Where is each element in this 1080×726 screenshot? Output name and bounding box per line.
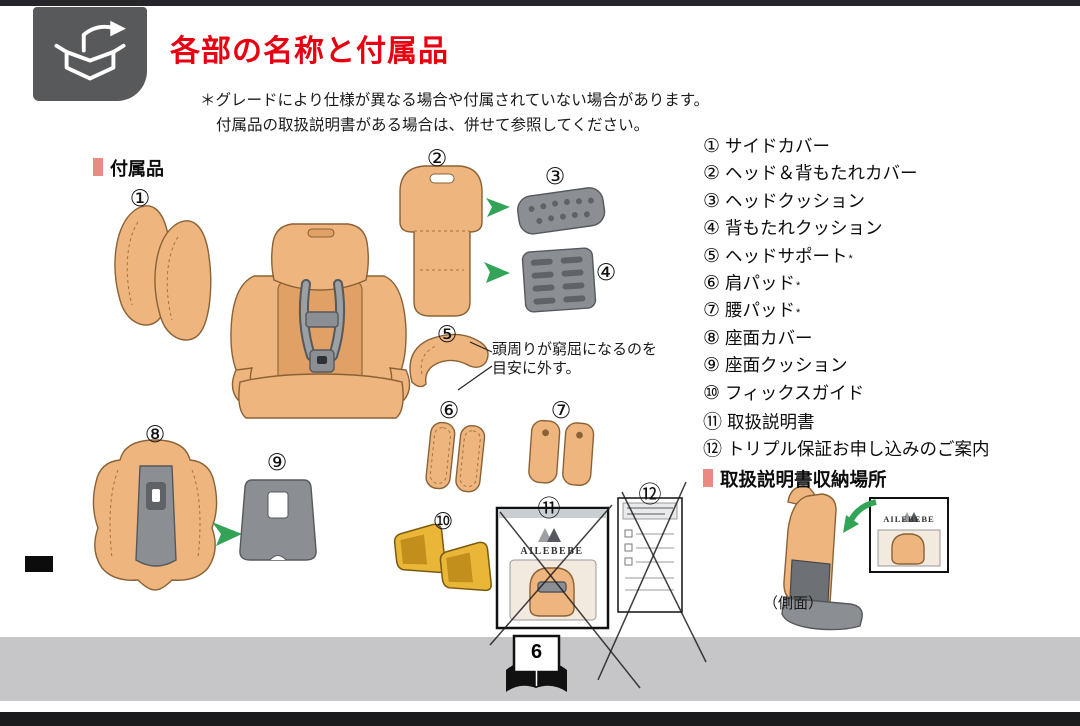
side-covers-illustration — [114, 205, 212, 341]
part-label: 背もたれクッション — [725, 218, 883, 239]
part-label: 座面カバー — [725, 327, 813, 348]
accessories-section-label: 付属品 — [110, 159, 164, 179]
manual-brand-text: AILEBEBE — [520, 546, 584, 557]
part-number: ⑪ — [703, 411, 723, 433]
part-number: ⑦ — [703, 300, 721, 322]
seat-cushion-illustration — [239, 479, 317, 561]
part-label: 肩パッド — [725, 272, 796, 293]
storage-manual-brand-text: AILEBEBE — [883, 514, 935, 524]
part-label: ヘッド＆背もたれカバー — [725, 163, 918, 184]
print-registration-mark — [25, 556, 53, 572]
figure-number-9: ⑨ — [266, 449, 288, 475]
page-number: 6 — [530, 641, 543, 663]
figure-number-6: ⑥ — [438, 397, 460, 423]
seat-cover-illustration — [92, 439, 218, 591]
part-number: ② — [703, 163, 721, 185]
note-line-1: ＊グレードにより仕様が異なる場合や付属されていない場合があります。 — [200, 92, 710, 109]
chapter-unboxing-badge — [33, 7, 147, 101]
part-label: ヘッドクッション — [725, 190, 866, 211]
unboxing-icon — [51, 19, 129, 90]
part-number: ⑥ — [703, 272, 721, 294]
top-edge-strip — [0, 0, 1080, 6]
instruction-manual-illustration — [495, 506, 610, 630]
fix-guides-illustration — [393, 523, 492, 592]
head-back-cover-illustration — [399, 165, 483, 317]
part-number: ⑫ — [703, 439, 723, 461]
storage-section-label: 取扱説明書収納場所 — [720, 469, 887, 490]
warranty-guide-illustration — [617, 497, 683, 613]
part-number: ⑩ — [703, 382, 721, 404]
part-number: ⑤ — [703, 245, 721, 267]
figure-number-4: ④ — [595, 259, 617, 285]
figure-number-11: ⑪ — [537, 495, 561, 521]
child-seat-illustration — [230, 223, 411, 419]
figure-number-10: ⑩ — [432, 508, 454, 534]
part-label: サイドカバー — [725, 136, 831, 156]
part-number: ⑧ — [703, 327, 721, 349]
figure-number-8: ⑧ — [144, 421, 166, 447]
page-title: 各部の名称と付属品 — [170, 35, 449, 68]
annotation-line: 目安に外す。 — [492, 360, 581, 377]
part-number: ⑨ — [703, 355, 721, 377]
accessories-section-bullet — [93, 158, 103, 176]
part-label: 座面クッション — [725, 355, 848, 376]
annotation-line: 頭周りが窮屈になるのを — [492, 341, 658, 358]
part-number: ④ — [703, 218, 721, 240]
figure-number-12: ⑫ — [638, 481, 662, 507]
part-label: 腰パッド — [725, 300, 796, 321]
head-cushion-illustration — [517, 187, 606, 235]
side-view-label: （側面） — [763, 595, 824, 612]
waist-pads-illustration — [528, 419, 595, 486]
arrow-to-seat-cushion-icon — [212, 522, 242, 546]
part-label: ヘッドサポート — [725, 245, 848, 266]
part-number: ① — [703, 136, 721, 157]
part-number: ③ — [703, 190, 721, 212]
part-asterisk: * — [848, 252, 853, 265]
note-line-2: 付属品の取扱説明書がある場合は、併せて参照してください。 — [216, 117, 650, 134]
bottom-edge-strip — [0, 712, 1080, 726]
back-cushion-illustration — [521, 247, 597, 313]
arrow-to-head-cushion-icon — [486, 198, 510, 217]
figure-number-2: ② — [426, 145, 448, 171]
figure-number-5: ⑤ — [436, 321, 458, 347]
figure-number-1: ① — [129, 185, 151, 211]
part-label: フィックスガイド — [725, 382, 865, 403]
shoulder-pads-illustration — [425, 421, 486, 493]
part-asterisk: * — [796, 279, 801, 292]
part-label: 取扱説明書 — [727, 411, 815, 432]
part-label: トリプル保証お申し込みのご案内 — [727, 439, 990, 460]
figure-number-3: ③ — [544, 163, 566, 189]
arrow-to-back-cushion-icon — [484, 262, 510, 283]
storage-section-bullet — [703, 469, 713, 487]
part-asterisk: * — [796, 307, 801, 320]
figure-number-7: ⑦ — [550, 397, 572, 423]
annotation-head-support: 頭周りが窮屈になるのを 目安に外す。 — [492, 340, 657, 378]
